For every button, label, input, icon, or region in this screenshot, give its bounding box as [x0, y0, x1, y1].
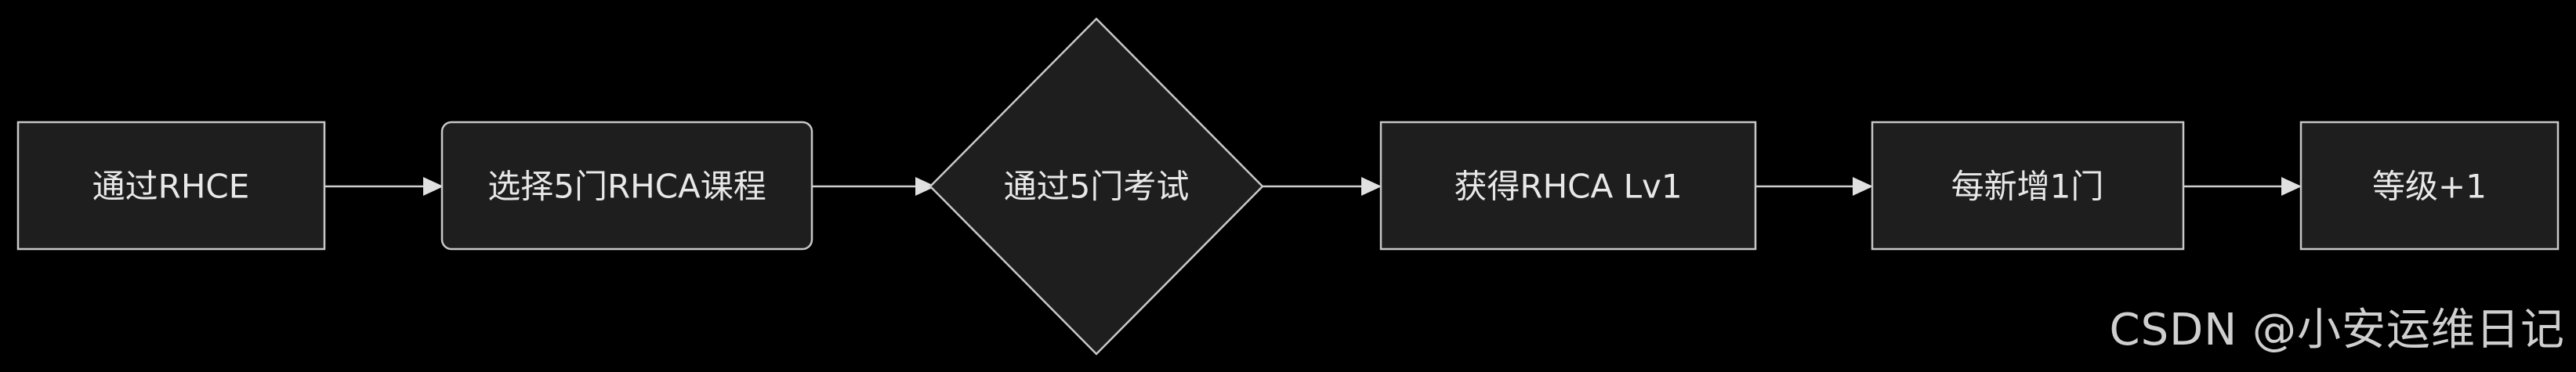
arrow-head-4 [1853, 177, 1873, 196]
node-add-one: 每新增1门 [1871, 121, 2185, 251]
node-level-up: 等级+1 [2299, 121, 2560, 251]
edges [324, 177, 2302, 196]
node-pass-exams-diamond [929, 17, 1264, 356]
arrow-head-2 [915, 177, 936, 196]
node-rhce: 通过RHCE [16, 121, 326, 251]
arrow-head-3 [1361, 177, 1382, 196]
watermark-text: CSDN @小安运维日记 [2109, 305, 2565, 356]
node-choose-courses-label: 选择5门RHCA课程 [487, 168, 766, 206]
node-level-up-box [2299, 121, 2560, 251]
node-add-one-box [1871, 121, 2185, 251]
arrow-head-1 [423, 177, 444, 196]
node-pass-exams-label: 通过5门考试 [1004, 168, 1190, 206]
node-pass-exams: 通过5门考试 [929, 17, 1264, 356]
node-rhce-box [16, 121, 326, 251]
arrow-head-5 [2281, 177, 2302, 196]
node-choose-courses-box [440, 121, 813, 251]
node-get-rhca-label: 获得RHCA Lv1 [1454, 168, 1682, 206]
node-rhce-label: 通过RHCE [92, 168, 250, 206]
node-add-one-label: 每新增1门 [1951, 168, 2104, 206]
node-get-rhca: 获得RHCA Lv1 [1379, 121, 1757, 251]
node-get-rhca-box [1379, 121, 1757, 251]
node-level-up-label: 等级+1 [2372, 168, 2487, 206]
node-choose-courses: 选择5门RHCA课程 [440, 121, 813, 251]
